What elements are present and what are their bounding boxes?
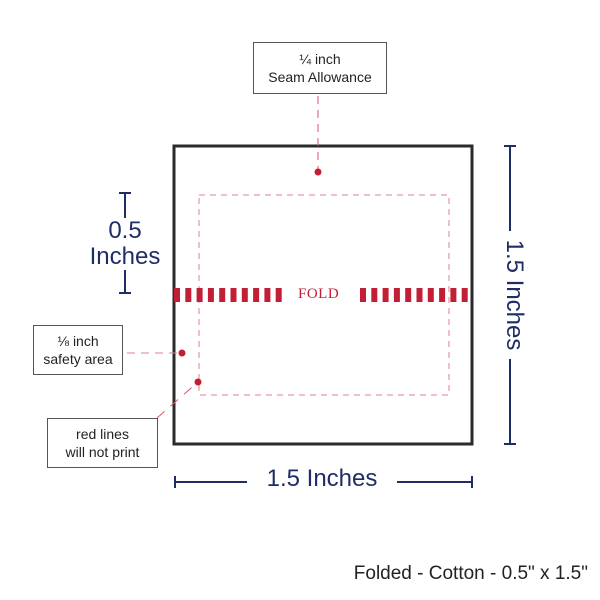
fold-height-unit: Inches [89,243,161,270]
fold-height-label: 0.5 Inches [85,218,165,270]
fold-stripe [196,288,203,302]
fold-stripe [264,288,271,302]
fold-stripe [241,288,248,302]
red-lines-line1: red lines [76,426,129,442]
dimension-lines [119,145,516,488]
fold-stripe [393,288,400,302]
seam-allowance-callout: ¼ inch Seam Allowance [253,42,387,94]
fold-stripe [207,288,214,302]
fold-stripe [405,288,412,302]
red-lines-callout: red lines will not print [47,418,158,468]
red-lines-dot [194,378,202,386]
fold-stripe [461,288,468,302]
fold-stripe [360,288,366,302]
red-lines-leader [156,381,199,419]
fold-stripe [371,288,378,302]
safety-area-label: safety area [43,351,113,367]
safety-area-dashed [198,194,450,396]
fold-stripe [382,288,389,302]
fold-line [174,288,468,302]
fold-stripe [230,288,237,302]
red-lines-line2: will not print [65,444,140,460]
safety-area-size: ⅛ inch [57,333,99,349]
seam-allowance-label: Seam Allowance [268,69,372,85]
height-label: 1.5 Inches [501,231,528,359]
seam-allowance-size: ¼ inch [299,51,341,67]
fold-stripe [427,288,434,302]
fold-stripe [439,288,446,302]
fold-label: FOLD [298,286,340,302]
safety-area-callout: ⅛ inch safety area [33,325,123,375]
fold-stripe [416,288,423,302]
fold-stripe [253,288,260,302]
fold-stripe [174,288,180,302]
safety-dot [178,349,186,357]
product-caption: Folded - Cotton - 0.5" x 1.5" [353,563,588,584]
fold-stripe [185,288,192,302]
fold-stripe [275,288,282,302]
fold-height-value: 0.5 [108,217,142,244]
seam-dot [314,168,322,176]
width-label: 1.5 Inches [247,466,397,492]
fold-stripe [450,288,457,302]
fold-stripe [219,288,226,302]
